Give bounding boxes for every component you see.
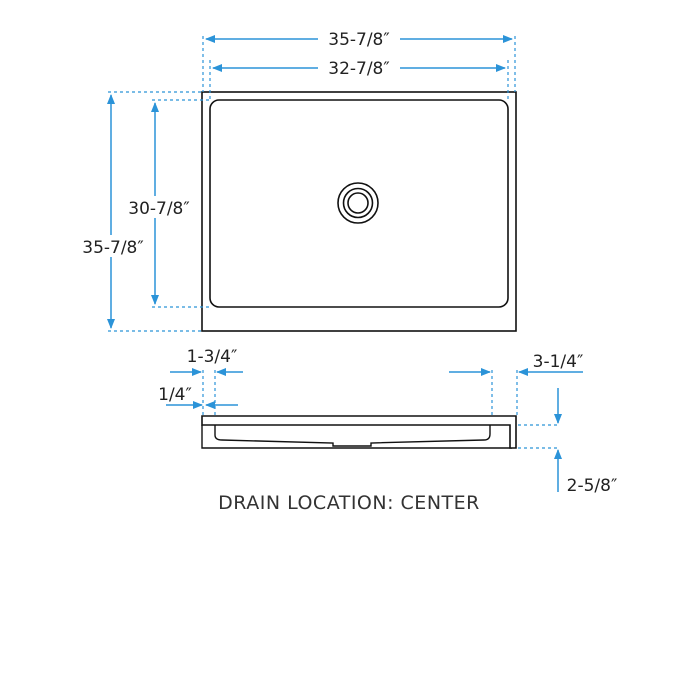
- dimension-left-flange: 1-3/4″: [170, 347, 243, 416]
- dimension-height: 2-5/8″: [518, 388, 617, 496]
- dimension-right-flange: 3-1/4″: [449, 352, 583, 416]
- inner-width-label: 32-7/8″: [328, 59, 389, 79]
- dimension-left-lip: 1/4″: [158, 385, 238, 409]
- dimension-overall-depth: 35-7/8″: [74, 91, 202, 332]
- side-view: [201, 415, 517, 449]
- dimension-overall-width: 35-7/8″: [202, 28, 516, 92]
- left-lip-label: 1/4″: [158, 385, 192, 405]
- top-view: [201, 91, 517, 332]
- dimension-inner-width: 32-7/8″: [209, 57, 509, 100]
- drain-icon: [337, 182, 379, 224]
- inner-depth-label: 30-7/8″: [128, 199, 189, 219]
- height-label: 2-5/8″: [567, 476, 618, 496]
- overall-depth-label: 35-7/8″: [82, 238, 143, 258]
- basin-outline: [209, 99, 509, 308]
- overall-width-label: 35-7/8″: [328, 30, 389, 50]
- dimension-inner-depth: 30-7/8″: [120, 99, 210, 308]
- right-flange-label: 3-1/4″: [533, 352, 584, 372]
- drain-location-caption: DRAIN LOCATION: CENTER: [218, 492, 480, 514]
- left-flange-label: 1-3/4″: [187, 347, 238, 367]
